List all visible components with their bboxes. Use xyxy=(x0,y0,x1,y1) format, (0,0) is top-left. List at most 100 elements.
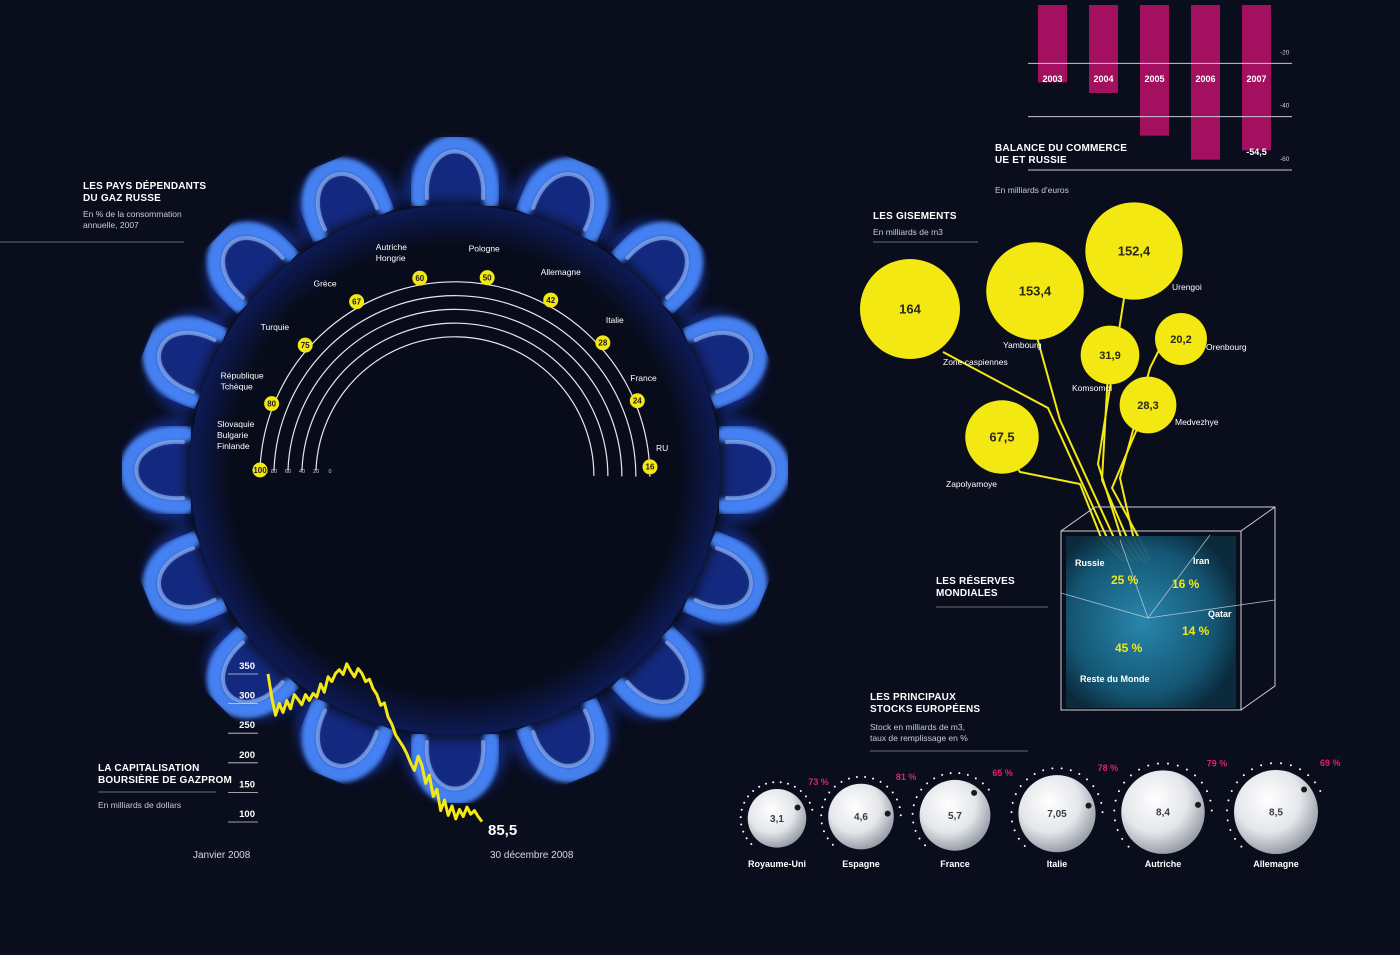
dependance-value-label: 100 xyxy=(253,466,267,475)
gisement-name-label: Yambourg xyxy=(1003,340,1042,350)
stock-fill-tick xyxy=(1235,781,1238,784)
stock-fill-tick xyxy=(911,812,914,815)
balance-tick-label: -40 xyxy=(1280,103,1290,110)
stock-fill-tick xyxy=(879,780,882,783)
dependance-value-label: 28 xyxy=(598,339,607,348)
capitalisation-subtitle: En milliards de dollars xyxy=(98,800,181,810)
reserves-value-label: 16 % xyxy=(1172,577,1200,591)
stock-fill-tick xyxy=(1117,790,1120,793)
stock-fill-tick xyxy=(799,789,802,792)
stock-value-label: 3,1 xyxy=(770,814,784,825)
dependance-ring xyxy=(301,322,609,477)
stocks-subtitle-line1: Stock en milliards de m3, xyxy=(870,722,965,732)
stock-fill-tick xyxy=(1176,764,1179,767)
dependance-value-label: 60 xyxy=(415,274,424,283)
flame-shape xyxy=(142,524,228,629)
stock-fill-tick xyxy=(742,830,745,833)
stock-fill-tick xyxy=(864,775,867,778)
stock-fill-tick xyxy=(808,801,811,804)
stock-country-label: Espagne xyxy=(842,859,880,869)
reserves-pie-divider xyxy=(1147,534,1211,619)
balance-title-line2: UE ET RUSSIE xyxy=(995,155,1067,166)
stock-fill-tick xyxy=(933,777,936,780)
dependance-value-label: 80 xyxy=(267,399,276,408)
gisement-value-label: 164 xyxy=(899,302,921,317)
reserves-pie-divider xyxy=(1060,592,1149,619)
stock-fill-tick xyxy=(1206,790,1209,793)
dependance-scale-label: 0 xyxy=(328,469,331,475)
capitalisation-final-value: 85,5 xyxy=(488,822,517,839)
stock-fill-tick xyxy=(821,806,824,809)
stock-knob xyxy=(1018,775,1096,853)
stock-knob xyxy=(828,783,894,850)
stock-fill-tick xyxy=(831,843,834,846)
stock-fill-tick xyxy=(924,844,927,847)
reserves-region-label: Qatar xyxy=(1208,609,1232,619)
stock-knob-pointer xyxy=(1085,802,1092,809)
stock-country-label: Royaume-Uni xyxy=(748,859,806,869)
stock-knob xyxy=(1121,770,1205,854)
reserves-region-label: Russie xyxy=(1075,558,1105,568)
stock-fill-tick xyxy=(1226,819,1229,822)
dependance-arcs xyxy=(259,281,651,477)
stock-fill-tick xyxy=(743,801,746,804)
dependance-value-label: 42 xyxy=(546,296,555,305)
stock-fill-tick xyxy=(1042,769,1045,772)
gisement-bubble xyxy=(1155,313,1207,365)
stock-value-label: 7,05 xyxy=(1047,809,1067,820)
reserves-value-label: 14 % xyxy=(1182,624,1210,638)
stock-value-label: 8,4 xyxy=(1156,808,1170,819)
stock-fill-tick xyxy=(1085,778,1088,781)
stock-fill-tick xyxy=(1092,785,1095,788)
stock-fill-tick xyxy=(820,822,823,825)
balance-year-label: 2007 xyxy=(1246,74,1266,84)
flame-shape xyxy=(717,417,790,523)
gisements-subtitle: En milliards de m3 xyxy=(873,227,943,237)
capitalisation-section: LA CAPITALISATION BOURSIÈRE DE GAZPROM E… xyxy=(98,661,574,861)
stock-fill-tick xyxy=(1200,781,1203,784)
dependance-value-dot xyxy=(629,393,645,409)
stock-knob xyxy=(1234,770,1318,854)
stock-fill-tick xyxy=(1129,774,1132,777)
stock-fill-tick xyxy=(820,814,823,817)
flame-shape xyxy=(206,221,303,318)
capitalisation-tick-label: 250 xyxy=(239,720,255,731)
dependance-country-label: Tchèque xyxy=(221,382,253,392)
capitalisation-title-line2: BOURSIÈRE DE GAZPROM xyxy=(98,773,232,786)
stock-fill-tick xyxy=(811,808,814,811)
stock-fill-tick xyxy=(822,830,825,833)
stock-fill-tick xyxy=(1114,799,1117,802)
stock-fill-tick xyxy=(758,785,761,788)
reserves-region-label: Reste du Monde xyxy=(1080,674,1150,684)
stock-fill-tick xyxy=(1097,793,1100,796)
dependance-value-dot xyxy=(349,294,365,310)
dependance-scale-label: 80 xyxy=(271,469,277,475)
stock-value-label: 4,6 xyxy=(854,812,868,823)
gisement-value-label: 20,2 xyxy=(1170,334,1191,346)
stock-fill-tick xyxy=(772,781,775,784)
stock-fill-tick xyxy=(1069,769,1072,772)
capitalisation-tick-label: 200 xyxy=(239,750,255,761)
stocks-title-line2: STOCKS EUROPÉENS xyxy=(870,702,980,715)
stock-fill-tick xyxy=(1116,829,1119,832)
stock-knob-pointer xyxy=(1301,786,1308,793)
stock-fill-tick xyxy=(1101,811,1104,814)
gisement-name-label: Zone caspiennes xyxy=(943,357,1008,367)
stock-fill-tick xyxy=(1100,801,1103,804)
reserves-value-label: 25 % xyxy=(1111,573,1139,587)
stock-fill-tick xyxy=(1210,809,1213,812)
stock-fill-tick xyxy=(1166,762,1169,765)
stock-percent-label: 65 % xyxy=(992,768,1013,778)
stock-fill-tick xyxy=(912,804,915,807)
stock-knob-pointer xyxy=(884,810,891,817)
flame-shape xyxy=(142,311,228,416)
stock-fill-tick xyxy=(840,780,843,783)
stocks-subtitle-line2: taux de remplissage en % xyxy=(870,733,968,743)
dependance-country-label: Autriche xyxy=(376,242,407,252)
gisement-value-label: 28,3 xyxy=(1137,400,1158,412)
dependance-country-label: Finlande xyxy=(217,441,250,451)
